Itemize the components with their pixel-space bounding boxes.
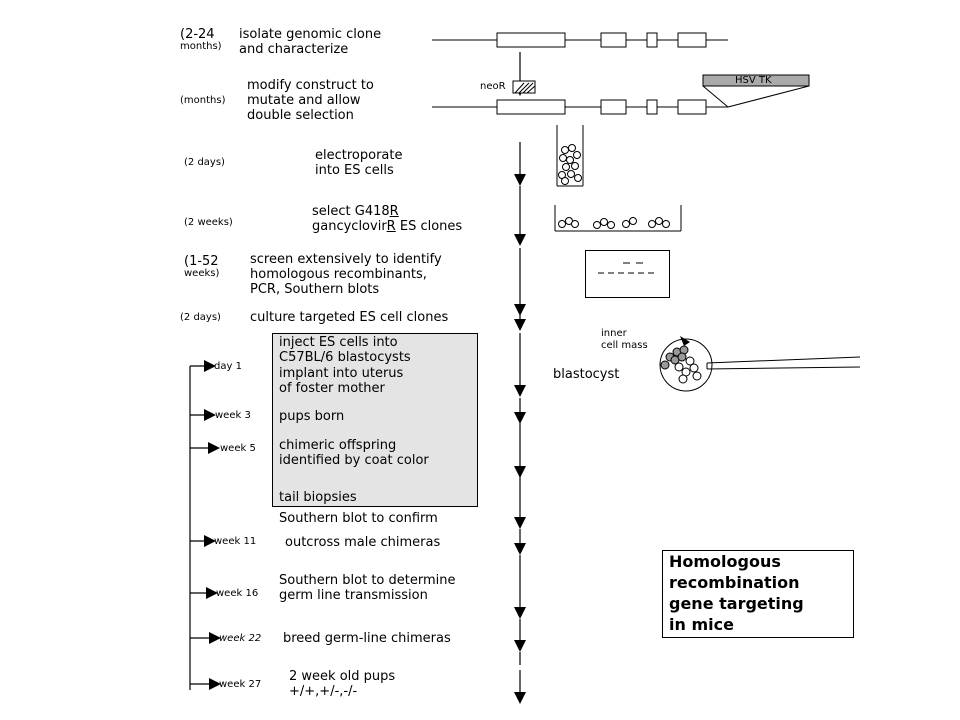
timeline <box>189 360 221 690</box>
step4-text-2: gancyclovirR ES clones <box>312 219 463 234</box>
step5-text-1: screen extensively to identify <box>250 252 442 267</box>
step1-text-1: isolate genomic clone <box>239 27 382 42</box>
step2-text-2: mutate and allow <box>247 93 361 108</box>
step5-text-2: homologous recombinants, <box>250 267 427 282</box>
title-line-4: in mice <box>669 615 734 634</box>
step1-time: (2-24 <box>180 27 215 42</box>
step6-text-1: culture targeted ES cell clones <box>250 310 449 325</box>
step3-text-2: into ES cells <box>315 163 394 178</box>
step12-text-1: outcross male chimeras <box>285 535 441 550</box>
step14-text-1: breed germ-line chimeras <box>283 631 451 646</box>
step9-text-1: chimeric offspring <box>279 438 397 453</box>
gel-blot-icon <box>585 250 670 298</box>
timeline-week22: week 22 <box>219 633 262 644</box>
targeting-construct-map <box>432 74 810 115</box>
inner-cell-mass-label-2: cell mass <box>601 340 648 351</box>
hsvtk-label: HSV TK <box>735 75 772 86</box>
step2-time: (months) <box>180 95 226 106</box>
step3-time: (2 days) <box>184 157 225 168</box>
timeline-week11: week 11 <box>214 536 257 547</box>
step7-text-3: implant into uterus <box>279 366 404 381</box>
genomic-clone-map <box>432 32 728 48</box>
step2-text-3: double selection <box>247 108 354 123</box>
inner-cell-mass-label-1: inner <box>601 328 627 339</box>
step2-text-1: modify construct to <box>247 78 374 93</box>
step8-text-1: pups born <box>279 409 345 424</box>
step4-time: (2 weeks) <box>184 217 233 228</box>
step5-time: (1-52 <box>184 254 219 269</box>
step6-time: (2 days) <box>180 312 221 323</box>
in-vivo-steps-box <box>272 333 478 507</box>
step7-text-4: of foster mother <box>279 381 385 396</box>
step9-text-2: identified by coat color <box>279 453 429 468</box>
cuvette-icon <box>556 125 584 187</box>
culture-dish-icon <box>554 205 682 232</box>
diagram-title-box: Homologous recombination gene targeting … <box>662 550 854 638</box>
step15-text-1: 2 week old pups <box>289 669 396 684</box>
step5-time-unit: weeks) <box>184 268 220 279</box>
neor-label: neoR <box>480 81 506 92</box>
step10-text-1: tail biopsies <box>279 490 357 505</box>
neor-cassette <box>512 80 536 94</box>
timeline-week3: week 3 <box>215 410 251 421</box>
step4-text-1: select G418R <box>312 204 399 219</box>
step7-text-2: C57BL/6 blastocysts <box>279 350 411 365</box>
timeline-week5: week 5 <box>220 443 256 454</box>
step11-text-1: Southern blot to confirm <box>279 511 438 526</box>
step1-text-2: and characterize <box>239 42 349 57</box>
step7-text-1: inject ES cells into <box>279 335 398 350</box>
step13-text-2: germ line transmission <box>279 588 428 603</box>
step5-text-3: PCR, Southern blots <box>250 282 380 297</box>
timeline-week16: week 16 <box>216 588 259 599</box>
timeline-day1: day 1 <box>214 361 242 372</box>
step1-time-unit: months) <box>180 41 222 52</box>
step15-text-2: +/+,+/-,-/- <box>289 684 358 699</box>
title-line-3: gene targeting <box>669 594 804 613</box>
blastocyst-label: blastocyst <box>553 367 620 382</box>
timeline-week27: week 27 <box>219 679 262 690</box>
title-line-1: Homologous <box>669 552 781 571</box>
blastocyst-icon <box>659 336 861 392</box>
title-line-2: recombination <box>669 573 800 592</box>
step13-text-1: Southern blot to determine <box>279 573 456 588</box>
step3-text-1: electroporate <box>315 148 403 163</box>
